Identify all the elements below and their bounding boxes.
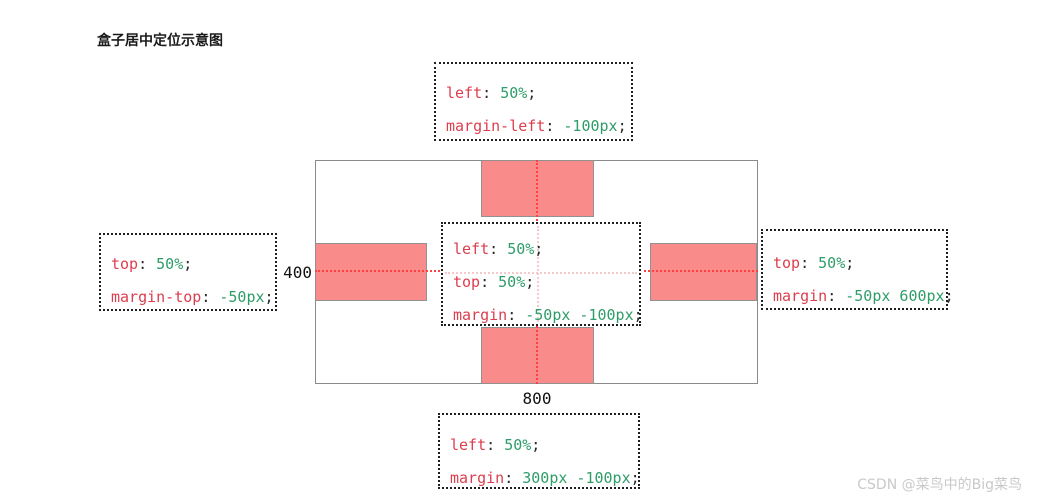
css-property: top (773, 254, 801, 272)
css-property: left (446, 84, 483, 102)
css-code-line: margin: -50px 600px; (773, 287, 954, 305)
css-property: left (453, 240, 490, 258)
css-property: margin-top (111, 288, 202, 306)
semicolon: ; (845, 254, 855, 272)
css-value: 50% (507, 240, 535, 258)
css-value: -50px (219, 288, 265, 306)
annotation-top: left: 50%; margin-left: -100px; (434, 62, 633, 141)
semicolon: ; (617, 117, 627, 135)
css-property: left (450, 436, 487, 454)
colon: : (482, 84, 501, 102)
horizontal-center-guide-right (644, 270, 758, 272)
css-code-line: top: 50%; (773, 255, 946, 271)
vertical-center-guide-bottom (536, 326, 538, 384)
page-title: 盒子居中定位示意图 (97, 33, 223, 49)
semicolon: ; (633, 306, 643, 324)
css-property: top (453, 273, 481, 291)
css-property: top (111, 255, 139, 273)
faint-horizontal-guide (445, 272, 637, 274)
annotation-bottom: left: 50%; margin: 300px -100px; (438, 413, 640, 489)
colon: : (138, 255, 157, 273)
colon: : (800, 254, 819, 272)
css-code-line: margin: 300px -100px; (450, 469, 640, 487)
semicolon: ; (630, 469, 640, 487)
css-property: margin (450, 469, 505, 487)
semicolon: ; (183, 255, 193, 273)
horizontal-center-guide-left (315, 270, 440, 272)
css-code-line: left: 50%; (453, 241, 639, 257)
box-right-centered (650, 243, 757, 301)
container-width-label: 800 (522, 389, 552, 408)
css-value: -100px (563, 117, 618, 135)
css-code-line: left: 50%; (450, 437, 638, 453)
semicolon: ; (527, 84, 537, 102)
annotation-left: top: 50%; margin-top: -50px; (99, 233, 277, 311)
colon: : (489, 240, 508, 258)
annotation-right: top: 50%; margin: -50px 600px; (761, 229, 954, 310)
colon: : (507, 306, 526, 324)
semicolon: ; (944, 287, 954, 305)
css-value: 50% (500, 84, 528, 102)
colon: : (827, 287, 846, 305)
css-property: margin (773, 287, 828, 305)
watermark: CSDN @菜鸟中的Big菜鸟 (857, 477, 1022, 493)
css-value: 50% (818, 254, 846, 272)
css-code-line: margin-left: -100px; (446, 118, 631, 134)
css-code-line: margin: -50px -100px; (453, 306, 643, 324)
vertical-center-guide-top (536, 160, 538, 221)
annotation-center: left: 50%; top: 50%; margin: -50px -100p… (441, 222, 643, 326)
css-code-line: left: 50%; (446, 85, 631, 101)
css-value: 50% (156, 255, 184, 273)
css-value: -50px -100px (525, 306, 634, 324)
css-code-line: margin-top: -50px; (111, 289, 275, 305)
css-code-line: top: 50%; (111, 256, 275, 272)
css-value: 300px -100px (522, 469, 631, 487)
colon: : (545, 117, 564, 135)
colon: : (504, 469, 523, 487)
semicolon: ; (264, 288, 274, 306)
css-value: 50% (504, 436, 532, 454)
box-left-centered (315, 243, 427, 301)
css-property: margin (453, 306, 508, 324)
semicolon: ; (534, 240, 544, 258)
colon: : (480, 273, 499, 291)
colon: : (486, 436, 505, 454)
css-code-line: top: 50%; (453, 274, 639, 290)
faint-vertical-guide (537, 226, 539, 322)
css-property: margin-left (446, 117, 546, 135)
container-height-label: 400 (283, 263, 312, 282)
css-value: 50% (498, 273, 526, 291)
colon: : (201, 288, 220, 306)
semicolon: ; (525, 273, 535, 291)
css-value: -50px 600px (845, 287, 945, 305)
semicolon: ; (531, 436, 541, 454)
